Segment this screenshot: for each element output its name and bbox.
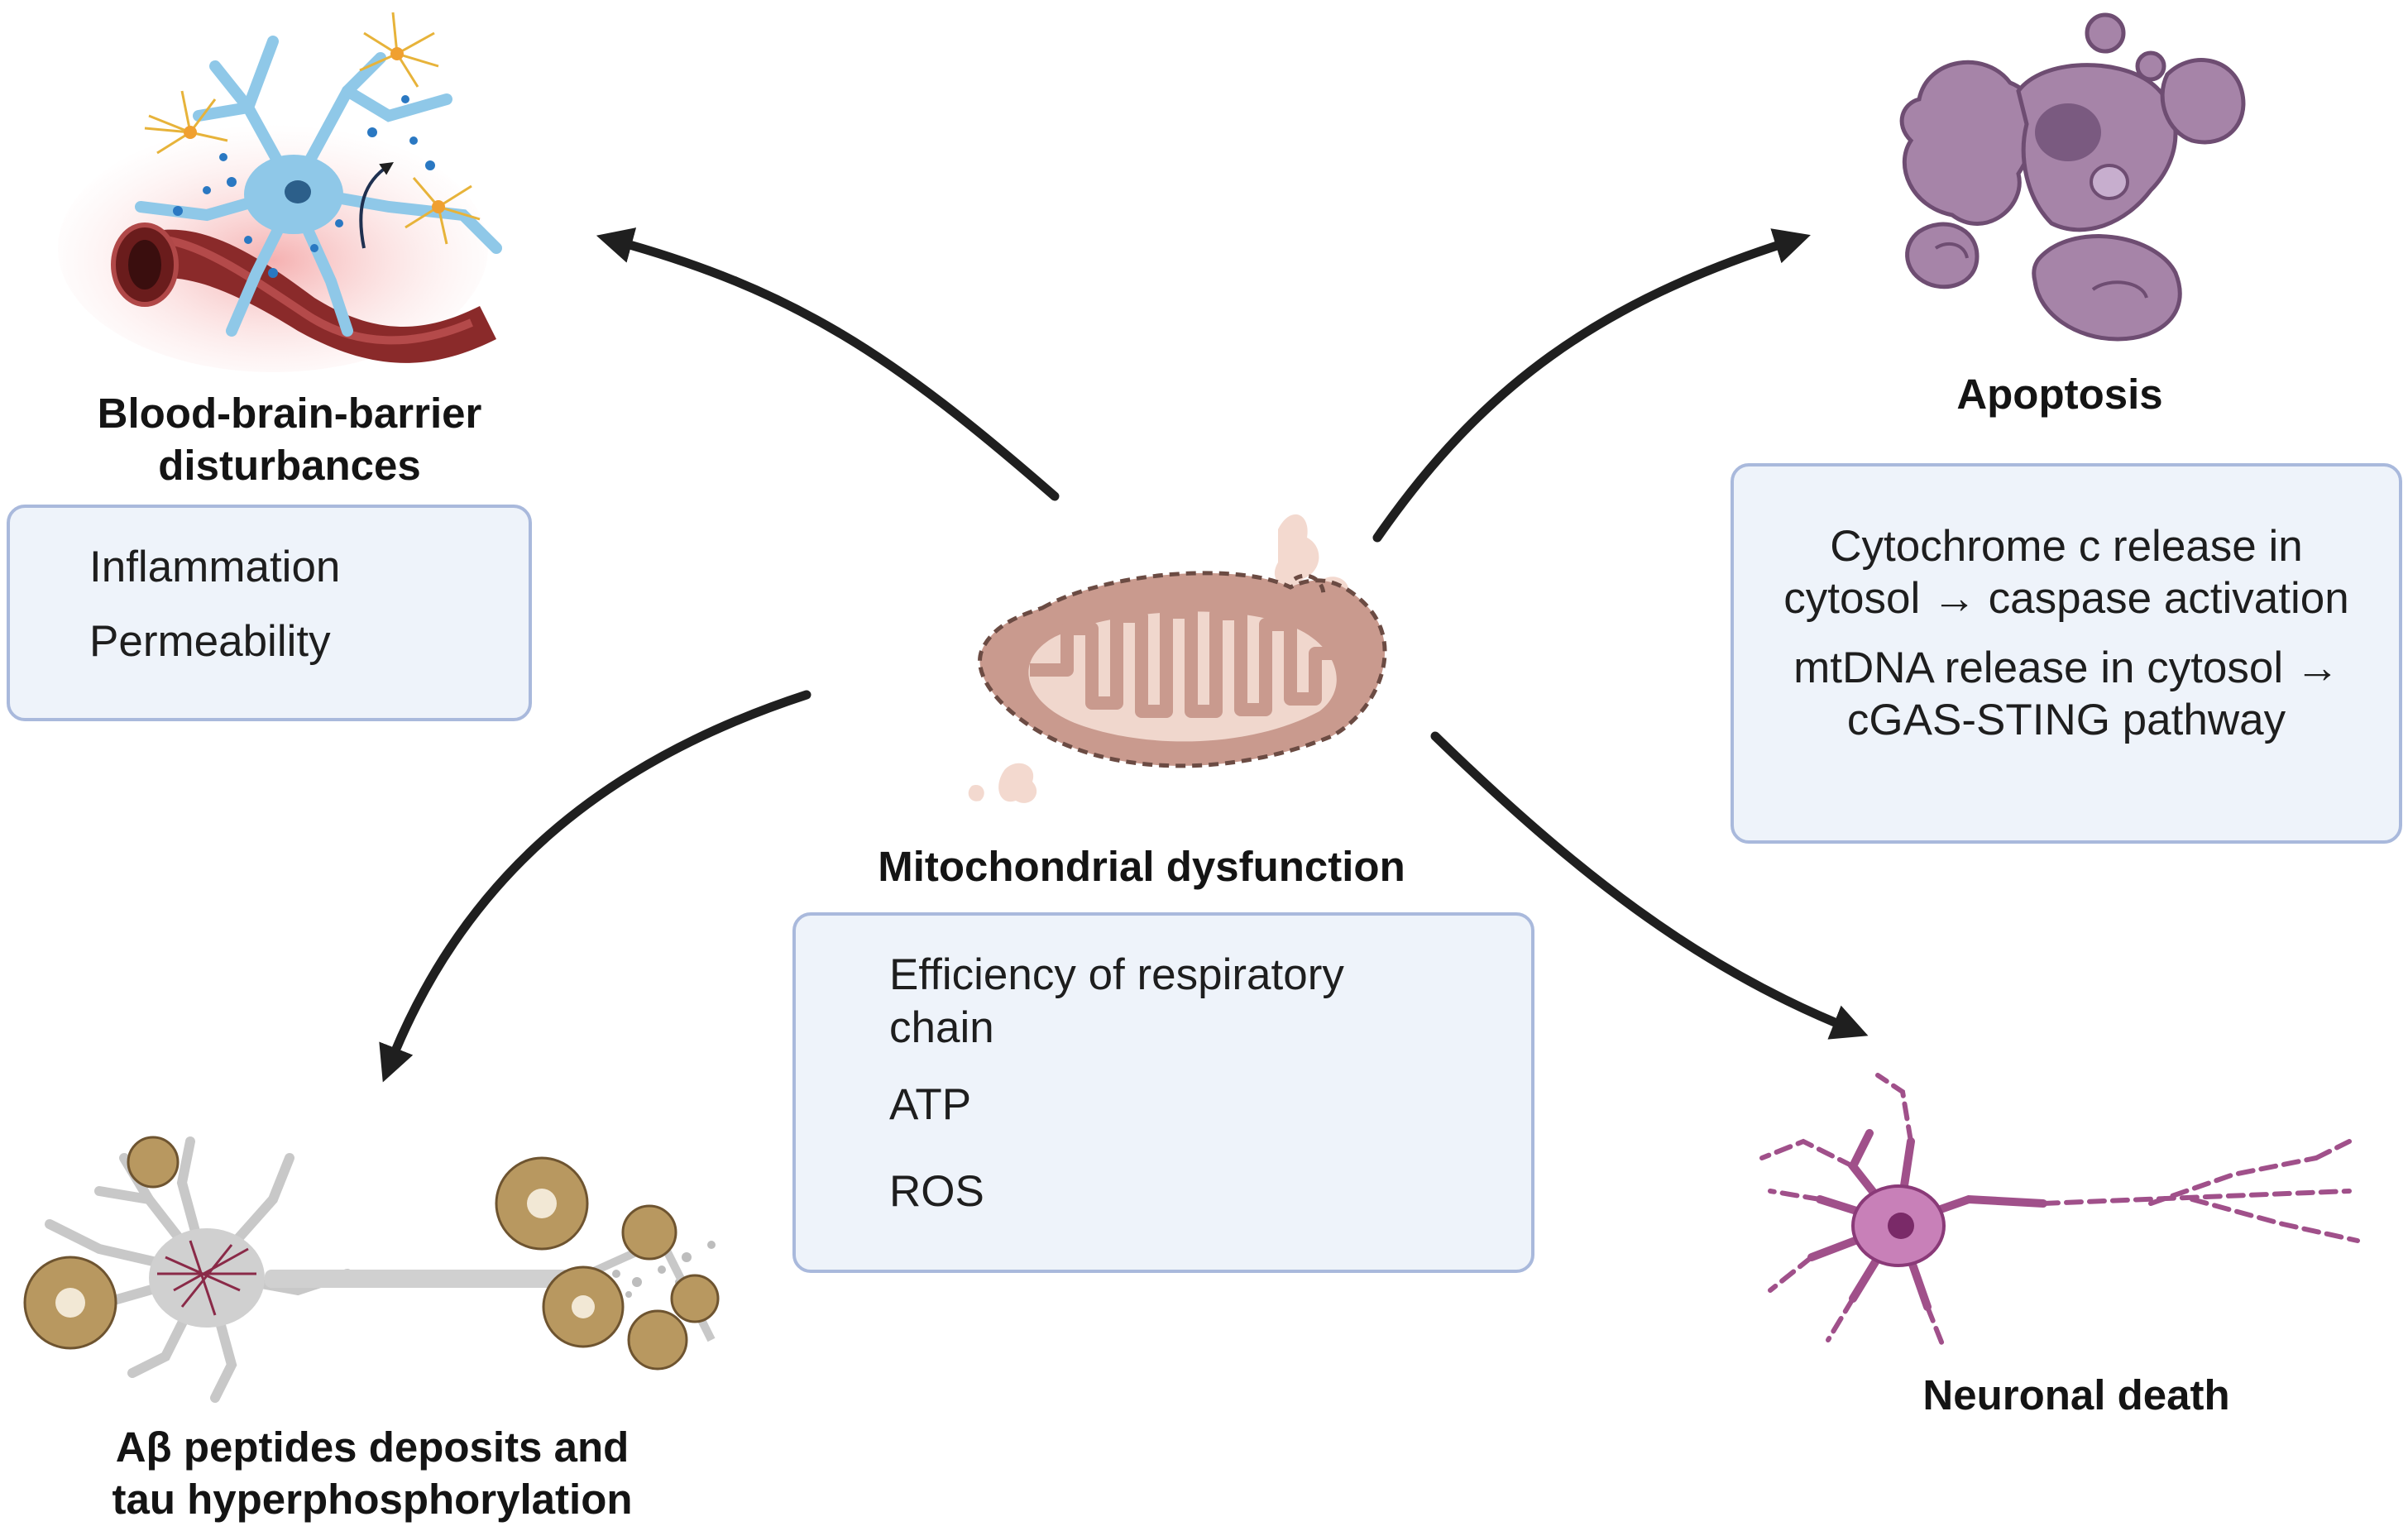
bbb-item-inflammation: Inflammation [89,543,341,591]
apoptosis-effects-box: Cytochrome c release in cytosol → caspas… [1731,463,2402,844]
arrow-to-amyloid [379,690,811,1083]
apoptosis-line-1: Cytochrome c release in [1830,522,2303,571]
effect-respiratory-chain-line1: Efficiency of respiratory [889,950,1344,999]
amyloid-title-line1: Aβ peptides deposits and [115,1423,630,1471]
apoptotic-cell-icon [1899,12,2246,342]
effect-respiratory-chain-line2: chain [889,1003,994,1052]
neuron-amyloid-plaques-icon [23,1136,720,1403]
bbb-item-permeability: Permeability [89,617,331,666]
mitochondrion-icon [968,514,1387,803]
center-title: Mitochondrial dysfunction [878,843,1405,890]
arrow-to-bbb [596,227,1060,501]
apoptosis-title: Apoptosis [1956,371,2163,418]
effect-atp: ATP [889,1080,972,1129]
blood-vessel-astrocyte-icon [58,12,502,372]
amyloid-plaque [23,1136,720,1371]
arrow-to-neuronal-death [1430,731,1869,1040]
amyloid-title: Aβ peptides deposits and tau hyperphosph… [83,1421,662,1525]
effect-ros: ROS [889,1167,984,1216]
bbb-effects-box: Inflammation Permeability [7,505,532,721]
bbb-title-line2: disturbances [158,442,421,489]
bbb-title-line1: Blood-brain-barrier [97,390,482,437]
apoptosis-line-4: cGAS-STING pathway [1846,696,2286,744]
arrow-to-apoptosis [1372,228,1811,543]
fragmented-neuron-icon [1759,1073,2360,1351]
bbb-title: Blood-brain-barrier disturbances [58,387,521,491]
amyloid-title-line2: tau hyperphosphorylation [112,1476,633,1523]
apoptosis-line-2: cytosol → caspase activation [1783,574,2349,623]
apoptosis-line-3: mtDNA release in cytosol → [1793,643,2339,692]
neuronal-death-title: Neuronal death [1922,1371,2230,1419]
center-effects-box: Efficiency of respiratory chain ATP ROS [792,912,1534,1273]
